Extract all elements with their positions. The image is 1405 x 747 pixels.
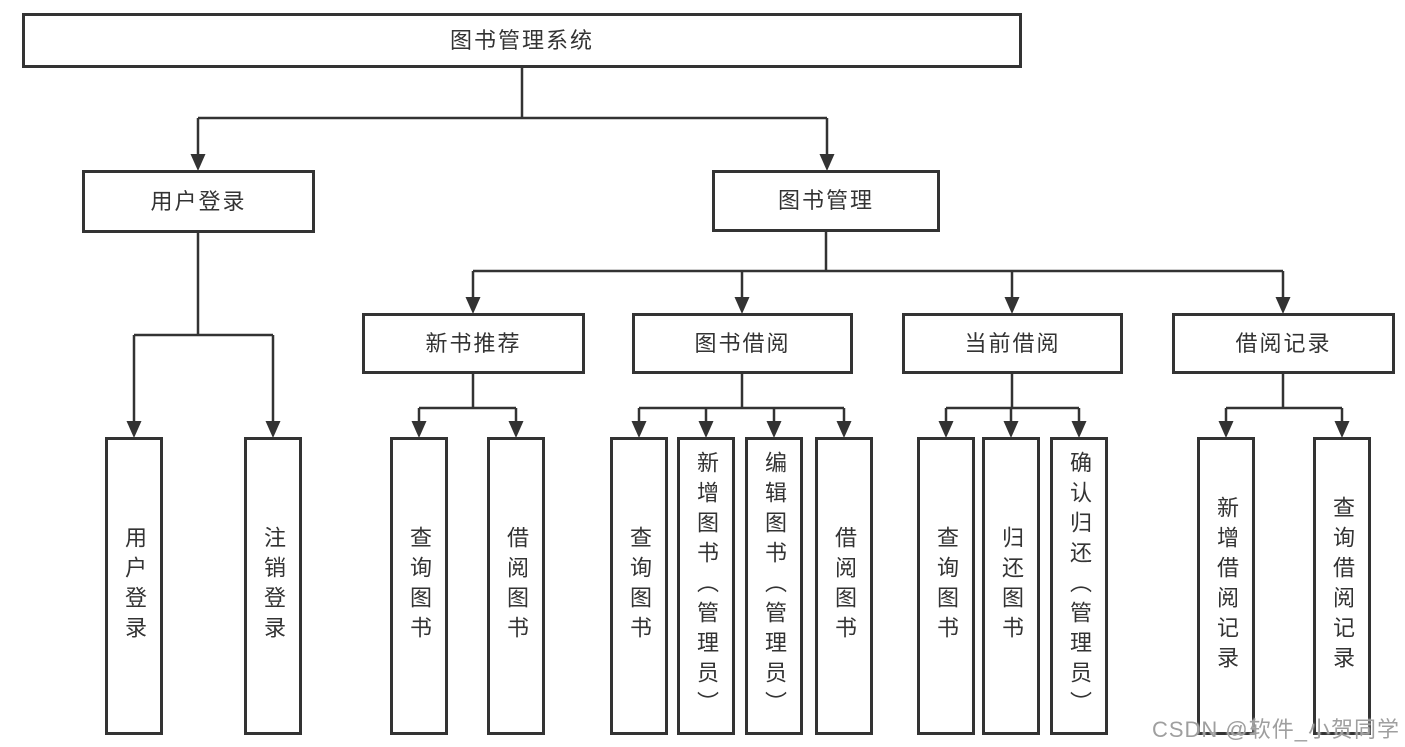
- leaf-query-books-2: 查询图书: [610, 437, 668, 735]
- arrowhead-icon: [1004, 297, 1020, 314]
- arrowhead-icon: [938, 421, 954, 438]
- arrowhead-icon: [819, 154, 835, 171]
- arrowhead-icon: [836, 421, 852, 438]
- node-book-management: 图书管理: [712, 170, 940, 232]
- arrowhead-icon: [411, 421, 427, 438]
- node-current-borrowing: 当前借阅: [902, 313, 1123, 374]
- connector-bookborrow-to-leaves: [637, 374, 846, 424]
- node-borrowing-records: 借阅记录: [1172, 313, 1395, 374]
- leaf-return-books: 归还图书: [982, 437, 1040, 735]
- leaf-confirm-return-admin: 确认归还（管理员）: [1050, 437, 1108, 735]
- leaf-borrow-books-2: 借阅图书: [815, 437, 873, 735]
- node-library-management-system: 图书管理系统: [22, 13, 1022, 68]
- arrowhead-icon: [126, 421, 142, 438]
- leaf-query-borrow-record: 查询借阅记录: [1313, 437, 1371, 735]
- arrowhead-icon: [508, 421, 524, 438]
- leaf-edit-books-admin: 编辑图书（管理员）: [745, 437, 803, 735]
- arrowhead-icon: [698, 421, 714, 438]
- node-book-borrowing: 图书借阅: [632, 313, 853, 374]
- connector-userlogin-to-leaves: [132, 233, 275, 424]
- arrowhead-icon: [1071, 421, 1087, 438]
- leaf-query-books-3: 查询图书: [917, 437, 975, 735]
- connector-borrowrecords-to-leaves: [1224, 374, 1344, 424]
- leaf-add-books-admin: 新增图书（管理员）: [677, 437, 735, 735]
- connector-bookmgmt-to-level3: [471, 232, 1285, 300]
- arrowhead-icon: [766, 421, 782, 438]
- arrowhead-icon: [1003, 421, 1019, 438]
- watermark: CSDN @软件_小贺同学: [1151, 717, 1400, 742]
- arrowhead-icon: [1218, 421, 1234, 438]
- arrowheads: [126, 154, 1350, 438]
- arrowhead-icon: [1275, 297, 1291, 314]
- arrowhead-icon: [190, 154, 206, 171]
- leaf-borrow-books-1: 借阅图书: [487, 437, 545, 735]
- leaf-logout: 注销登录: [244, 437, 302, 735]
- leaf-add-borrow-record: 新增借阅记录: [1197, 437, 1255, 735]
- connector-shafts: [132, 68, 1344, 424]
- arrowhead-icon: [734, 297, 750, 314]
- connector-newbookrec-to-leaves: [417, 374, 518, 424]
- node-user-login: 用户登录: [82, 170, 315, 233]
- arrowhead-icon: [465, 297, 481, 314]
- arrowhead-icon: [1334, 421, 1350, 438]
- arrowhead-icon: [631, 421, 647, 438]
- arrowhead-icon: [265, 421, 281, 438]
- connector-root-to-level2: [196, 68, 829, 157]
- leaf-user-login: 用户登录: [105, 437, 163, 735]
- leaf-query-books-1: 查询图书: [390, 437, 448, 735]
- node-new-book-recommendation: 新书推荐: [362, 313, 585, 374]
- connector-currentborrow-to-leaves: [944, 374, 1081, 424]
